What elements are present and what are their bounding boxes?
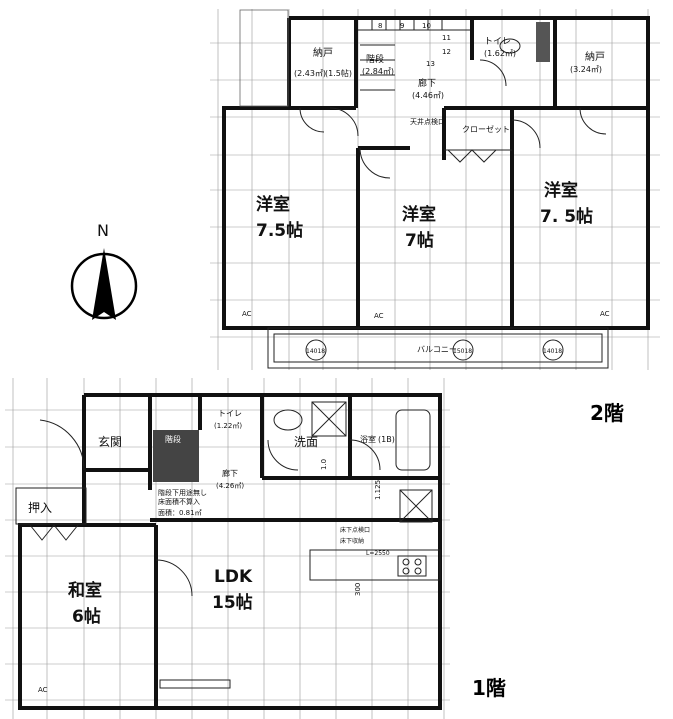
compass-north-label: N [97,221,109,240]
f1-dim-1125: 1.125 [374,480,382,500]
f2-ac-2: AC [374,312,384,320]
f2-closet-label: クローゼット [462,124,510,134]
f1-hall-name: 廊下 [222,468,238,478]
f2-western-right-size: 7. 5帖 [540,206,593,227]
f1-dim-300: 300 [354,583,362,596]
f1-toilet-area: (1.22㎡) [214,422,242,430]
north-arrow-icon [92,248,116,320]
f2-post-mark-1: 14018 [306,348,325,355]
f2-balcony-label: バルコニー [417,345,457,354]
f1-bath-name: 浴室 [360,434,376,444]
f1-oshiire: 押入 [28,501,52,515]
f1-senmen: 洗面 [294,435,318,449]
floor1-label: 1階 [472,676,506,700]
f2-nando-right-area: (3.24㎡) [570,65,602,74]
f1-floor-storage: 床下収納 [340,537,364,545]
f1-floor-hatch: 床下点検口 [340,526,370,534]
f2-stairs-area: (2.84㎡) [362,67,394,76]
f1-toilet-name: トイレ [218,409,242,418]
f2-stair-num-11: 11 [442,34,451,42]
f2-nando-left-area2: (1.5帖) [325,68,352,78]
f1-under-stair-note: 階段下用途無し [158,488,207,497]
f2-post-mark-3: 14018 [543,348,562,355]
f2-toilet-area: (1.62㎡) [484,49,516,58]
f1-dim-l2550: L=2550 [366,550,390,557]
f2-stairs-name: 階段 [366,53,384,65]
floor1-labels: 玄関 階段 トイレ (1.22㎡) 廊下 (4.26㎡) 洗面 浴室 (1B) … [28,409,506,700]
f2-post-mark-2: 15018 [453,348,472,355]
f1-under-stair-area: 面積：0.81㎡ [158,508,202,517]
f1-ac: AC [38,686,48,694]
f1-genkan: 玄関 [98,434,122,449]
f1-washitsu-size: 6帖 [72,606,101,627]
f2-ceiling-hatch: 天井点検口 [410,117,445,126]
floor2-labels: 納戸 (2.43㎡) (1.5帖) 階段 (2.84㎡) トイレ (1.62㎡)… [242,22,624,425]
f2-hall-area: (4.46㎡) [412,91,444,100]
f2-stair-num-10: 10 [422,22,431,30]
f1-hall-area: (4.26㎡) [216,482,244,490]
f2-stair-num-12: 12 [442,48,451,56]
f2-ac-3: AC [600,310,610,318]
f1-bath-size: (1B) [378,435,395,444]
floor1-walls [15,393,442,710]
f2-nando-left-name: 納戸 [313,46,333,59]
f2-toilet-name: トイレ [484,37,511,47]
f2-western-left-name: 洋室 [256,194,290,215]
f1-ldk-name: LDK [214,567,253,587]
f2-ac-1: AC [242,310,252,318]
f1-ldk-size: 15帖 [212,592,253,613]
floor2-grid [210,9,660,370]
f1-dim-10: 1.0 [320,459,328,470]
f2-stair-num-9: 9 [400,22,404,30]
f2-hall-name: 廊下 [418,77,436,89]
f2-western-center-name: 洋室 [402,204,436,225]
f2-nando-left-area: (2.43㎡) [294,69,326,78]
f1-washitsu-name: 和室 [68,580,102,601]
f2-stair-num-13: 13 [426,60,435,68]
f2-stair-num-8: 8 [378,22,382,30]
f2-western-center-size: 7帖 [405,230,434,251]
floor2-walls [222,9,650,369]
f2-western-left-size: 7.5帖 [256,220,303,241]
f1-under-stair-note2: 床面積不算入 [158,497,200,506]
floor2-label: 2階 [590,401,624,425]
f2-nando-right-name: 納戸 [585,50,605,63]
f2-western-right-name: 洋室 [544,180,578,201]
f1-stairs: 階段 [165,434,181,444]
compass: N [70,221,138,320]
